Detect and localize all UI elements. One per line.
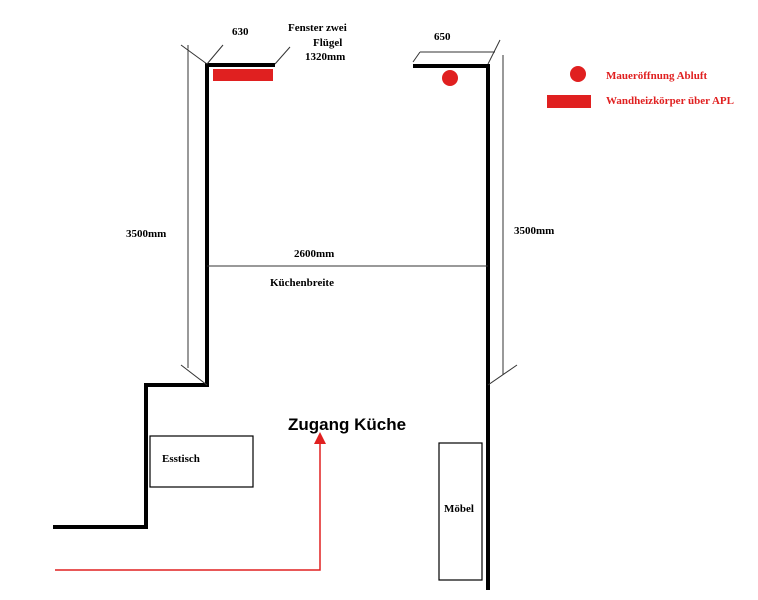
dim-630: 630 [232,26,249,38]
furniture-label: Möbel [444,503,474,515]
window-title-1: Fenster zwei [288,22,347,34]
dining-table-label: Esstisch [162,453,200,465]
legend-label-exhaust: Maueröffnung Abluft [606,70,707,82]
right-wall [413,64,490,590]
kitchen-width-label: Küchenbreite [270,277,334,289]
legend-circle-icon [570,66,586,82]
left-wall [53,63,275,529]
entrance-label: Zugang Küche [288,415,406,434]
radiator-marker [213,69,273,81]
right-length: 3500mm [514,225,554,237]
furniture-block [438,442,483,581]
window-title-2: Flügel [313,37,342,49]
legend-label-radiator: Wandheizkörper über APL [606,95,734,107]
exhaust-opening-marker [442,70,458,86]
kitchen-width: 2600mm [294,248,334,260]
legend-rect-icon [547,95,591,108]
left-length: 3500mm [126,228,166,240]
dining-table [149,435,254,488]
dimension-lines [180,39,518,386]
entrance-arrow [55,432,326,571]
window-width: 1320mm [305,51,345,63]
dim-650: 650 [434,31,451,43]
